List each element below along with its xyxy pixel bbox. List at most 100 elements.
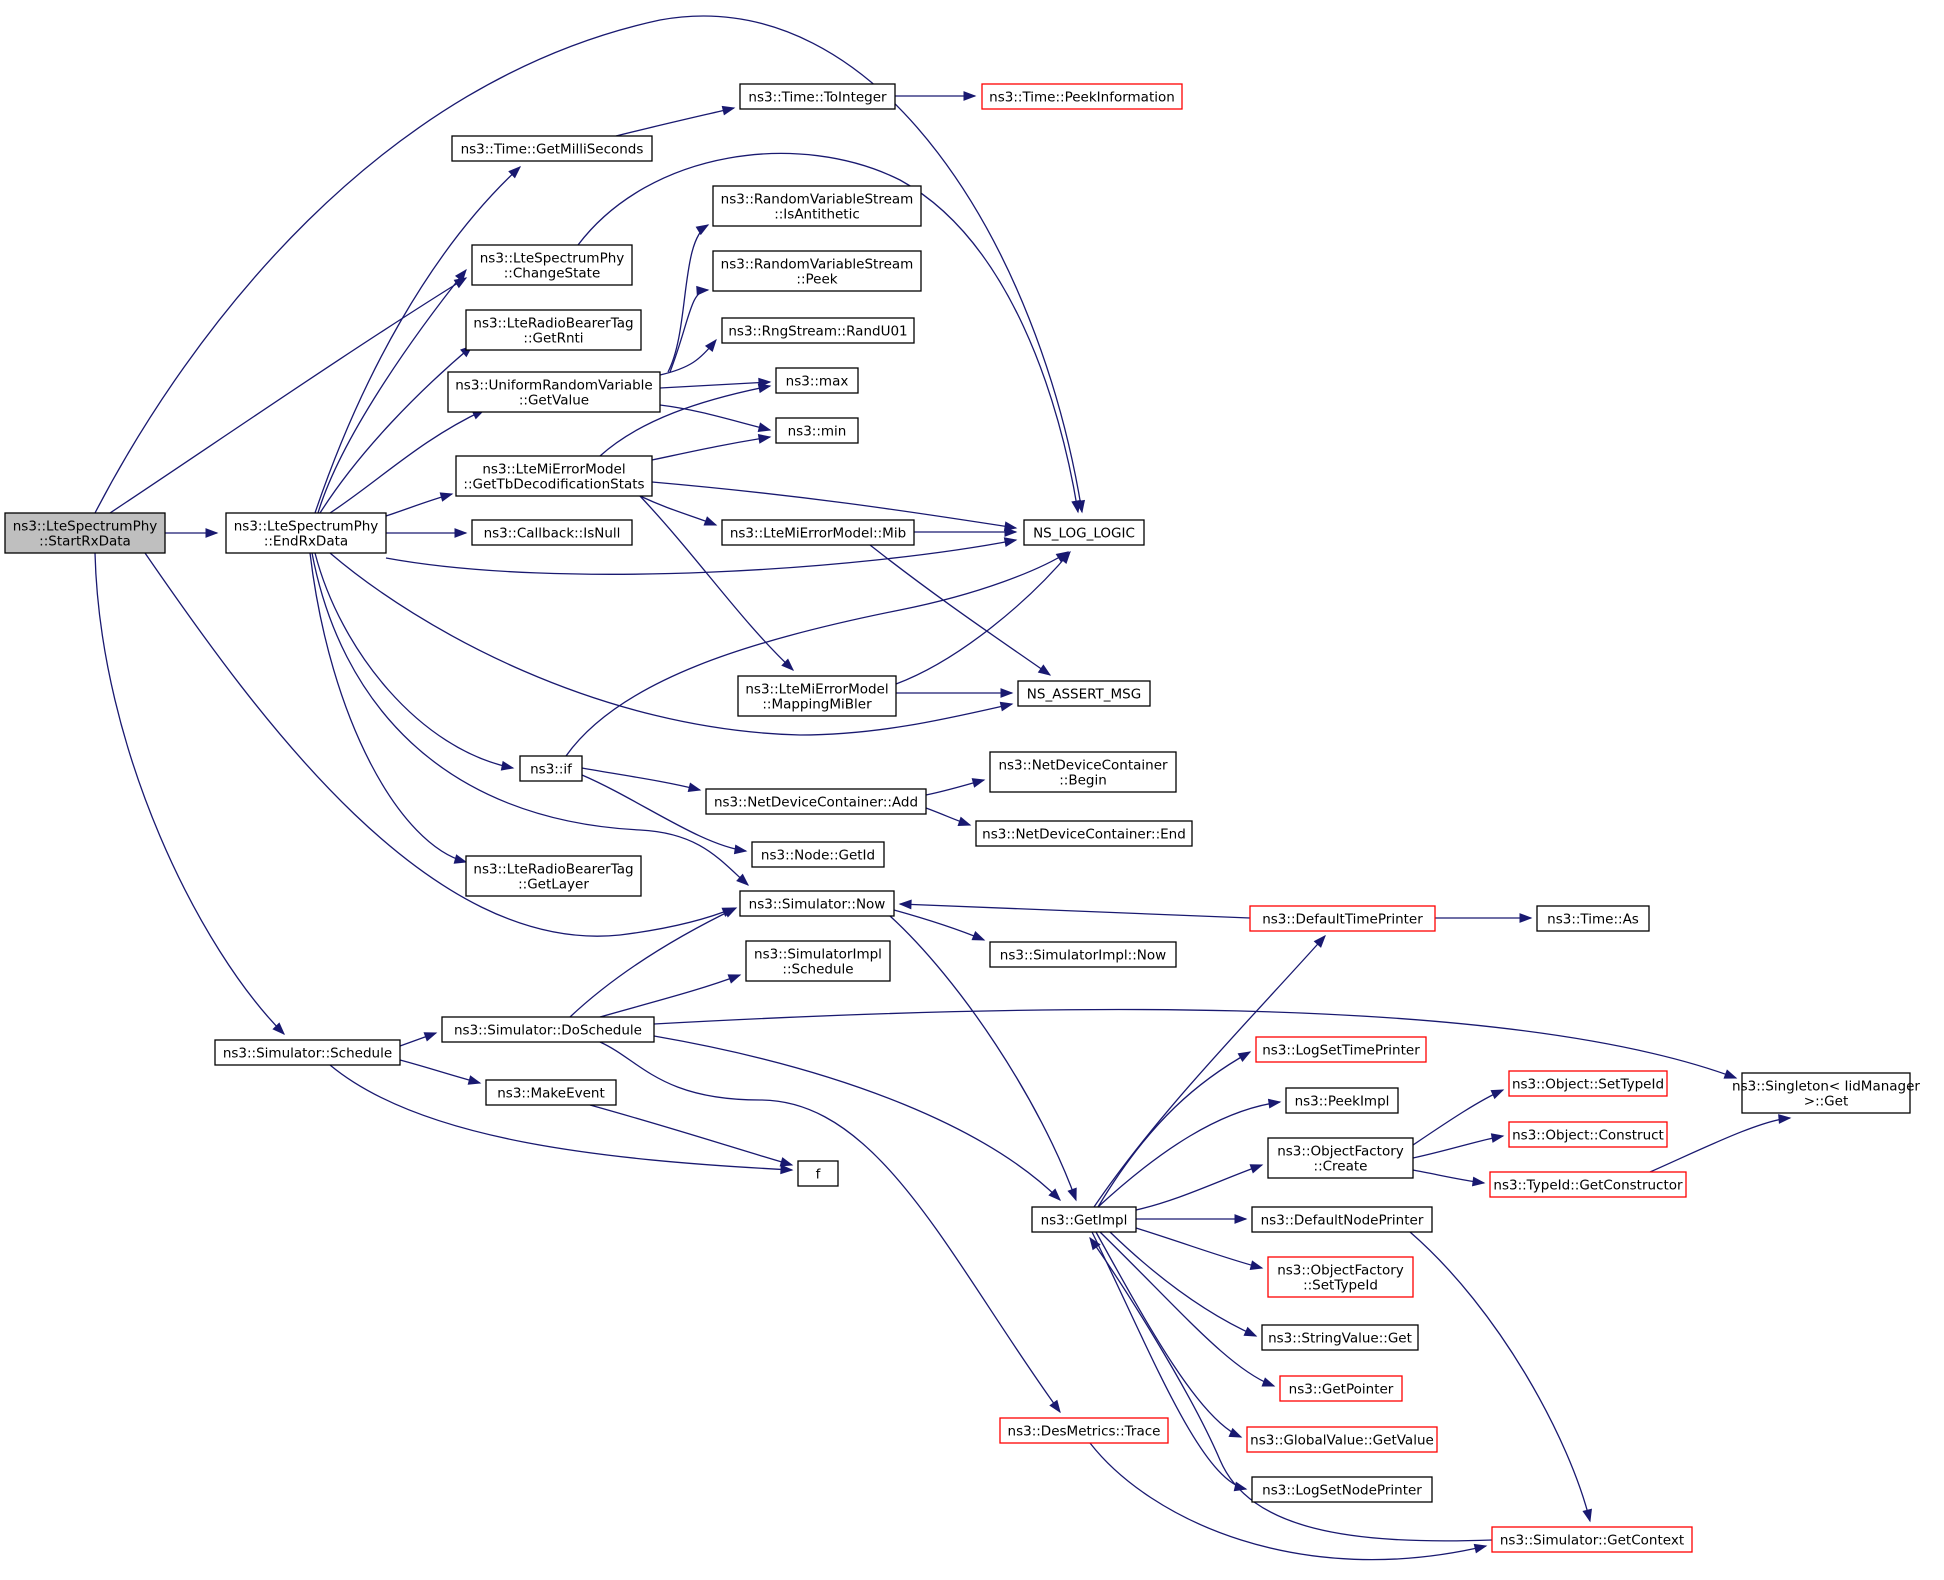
edge-simsched-to-f bbox=[329, 1064, 794, 1175]
node-getconstructor[interactable]: ns3::TypeId::GetConstructor bbox=[1489, 1171, 1687, 1198]
node-getrnti[interactable]: ns3::LteRadioBearerTag::GetRnti bbox=[465, 309, 642, 351]
node-defnp[interactable]: ns3::DefaultNodePrinter bbox=[1251, 1206, 1433, 1233]
arrowhead bbox=[1089, 1236, 1101, 1251]
node-isnull[interactable]: ns3::Callback::IsNull bbox=[471, 519, 633, 546]
node-objsettid[interactable]: ns3::Object::SetTypeId bbox=[1508, 1070, 1668, 1097]
node-strvalget[interactable]: ns3::StringValue::Get bbox=[1261, 1324, 1419, 1351]
node-label: ns3::if bbox=[530, 762, 573, 778]
edge-dosched-to-simimplsched bbox=[599, 974, 742, 1018]
node-timeas[interactable]: ns3::Time::As bbox=[1536, 905, 1650, 932]
node-tbdec[interactable]: ns3::LteMiErrorModel::GetTbDecodificatio… bbox=[455, 455, 653, 497]
arrowhead bbox=[1037, 664, 1052, 676]
node-peekimpl[interactable]: ns3::PeekImpl bbox=[1285, 1087, 1399, 1114]
arrowhead bbox=[957, 816, 972, 826]
node-nodegetid[interactable]: ns3::Node::GetId bbox=[751, 841, 885, 868]
node-box bbox=[441, 1016, 655, 1043]
edge-getconstructor-to-singleton bbox=[1649, 1114, 1792, 1173]
node-endrx[interactable]: ns3::LteSpectrumPhy::EndRxData bbox=[225, 512, 387, 554]
node-label: ns3::DefaultTimePrinter bbox=[1262, 912, 1423, 928]
node-box bbox=[1508, 1070, 1668, 1097]
node-nsassert[interactable]: NS_ASSERT_MSG bbox=[1017, 680, 1151, 707]
node-makeevent[interactable]: ns3::MakeEvent bbox=[485, 1079, 617, 1106]
arrowhead bbox=[696, 285, 710, 296]
arrowhead bbox=[1237, 1051, 1252, 1062]
node-logsetnp[interactable]: ns3::LogSetNodePrinter bbox=[1251, 1476, 1433, 1503]
node-isanti[interactable]: ns3::RandomVariableStream::IsAntithetic bbox=[712, 185, 922, 227]
node-urvget[interactable]: ns3::UniformRandomVariable::GetValue bbox=[447, 371, 661, 413]
node-box bbox=[1267, 1256, 1414, 1298]
node-logsettp[interactable]: ns3::LogSetTimePrinter bbox=[1255, 1036, 1427, 1063]
node-objfsettid[interactable]: ns3::ObjectFactory::SetTypeId bbox=[1267, 1256, 1414, 1298]
node-label: ::ChangeState bbox=[504, 266, 601, 282]
node-ndcbegin[interactable]: ns3::NetDeviceContainer::Begin bbox=[989, 751, 1177, 793]
arrowhead bbox=[1723, 1069, 1738, 1079]
node-getcontext[interactable]: ns3::Simulator::GetContext bbox=[1491, 1526, 1693, 1553]
node-simimplsched[interactable]: ns3::SimulatorImpl::Schedule bbox=[745, 940, 891, 982]
node-mapping[interactable]: ns3::LteMiErrorModel::MappingMiBler bbox=[737, 675, 897, 717]
node-toint[interactable]: ns3::Time::ToInteger bbox=[739, 83, 896, 110]
edge-endrx-to-getms bbox=[314, 166, 522, 514]
node-changestate[interactable]: ns3::LteSpectrumPhy::ChangeState bbox=[471, 244, 633, 286]
node-label: ns3::LteSpectrumPhy bbox=[13, 519, 158, 535]
node-box bbox=[775, 367, 859, 394]
node-f[interactable]: f bbox=[797, 1160, 839, 1187]
node-label: ns3::MakeEvent bbox=[497, 1086, 605, 1102]
node-objfcreate[interactable]: ns3::ObjectFactory::Create bbox=[1267, 1137, 1414, 1179]
call-graph-edges bbox=[94, 15, 1792, 1561]
arrowhead bbox=[703, 516, 718, 526]
node-box bbox=[1249, 905, 1436, 932]
node-simimplnow[interactable]: ns3::SimulatorImpl::Now bbox=[989, 941, 1177, 968]
node-label: NS_ASSERT_MSG bbox=[1027, 687, 1141, 703]
edge-simsched-to-makeevent bbox=[399, 1059, 482, 1085]
node-box bbox=[721, 519, 915, 546]
node-label: ns3::Time::As bbox=[1547, 912, 1639, 928]
node-if[interactable]: ns3::if bbox=[519, 755, 583, 782]
node-label: ns3::GetPointer bbox=[1289, 1382, 1394, 1398]
node-objconstruct[interactable]: ns3::Object::Construct bbox=[1508, 1121, 1668, 1148]
node-destrace[interactable]: ns3::DesMetrics::Trace bbox=[999, 1417, 1169, 1444]
node-label: ns3::Simulator::GetContext bbox=[1500, 1533, 1684, 1549]
node-randu01[interactable]: ns3::RngStream::RandU01 bbox=[721, 317, 915, 344]
edge-getimpl-to-deftp bbox=[1093, 934, 1326, 1208]
node-getms[interactable]: ns3::Time::GetMilliSeconds bbox=[451, 135, 653, 162]
node-gvgetvalue[interactable]: ns3::GlobalValue::GetValue bbox=[1246, 1426, 1438, 1453]
node-ndcend[interactable]: ns3::NetDeviceContainer::End bbox=[975, 820, 1193, 847]
edge-objfcreate-to-objsettid bbox=[1412, 1089, 1505, 1146]
node-label: ns3::Time::PeekInformation bbox=[989, 90, 1175, 106]
arrowhead bbox=[1234, 1214, 1248, 1224]
node-rvspeek[interactable]: ns3::RandomVariableStream::Peek bbox=[712, 250, 922, 292]
edge-endrx-to-tbdec bbox=[385, 492, 454, 517]
node-singleton[interactable]: ns3::Singleton< IidManager >::Get bbox=[1732, 1072, 1920, 1114]
node-getlayer[interactable]: ns3::LteRadioBearerTag::GetLayer bbox=[465, 855, 642, 897]
node-label: ::Peek bbox=[796, 272, 837, 288]
node-box bbox=[712, 250, 922, 292]
node-max[interactable]: ns3::max bbox=[775, 367, 859, 394]
arrowhead bbox=[1261, 1377, 1276, 1387]
node-simsched[interactable]: ns3::Simulator::Schedule bbox=[214, 1039, 401, 1066]
node-label: ns3::ObjectFactory bbox=[1277, 1144, 1404, 1160]
node-label: ::GetValue bbox=[519, 393, 589, 409]
edge-getms-to-toint bbox=[615, 105, 736, 137]
node-startrx[interactable]: ns3::LteSpectrumPhy::StartRxData bbox=[4, 512, 166, 554]
node-box bbox=[485, 1079, 617, 1106]
node-label: ::StartRxData bbox=[39, 534, 131, 550]
node-mib[interactable]: ns3::LteMiErrorModel::Mib bbox=[721, 519, 915, 546]
node-label: ns3::LteSpectrumPhy bbox=[480, 251, 625, 267]
node-box bbox=[739, 890, 895, 917]
node-box bbox=[981, 83, 1183, 110]
node-getpointer[interactable]: ns3::GetPointer bbox=[1279, 1375, 1403, 1402]
node-nslog[interactable]: NS_LOG_LOGIC bbox=[1023, 519, 1145, 546]
node-simnow[interactable]: ns3::Simulator::Now bbox=[739, 890, 895, 917]
node-peekinfo[interactable]: ns3::Time::PeekInformation bbox=[981, 83, 1183, 110]
node-box bbox=[1491, 1526, 1693, 1553]
node-label: ns3::ObjectFactory bbox=[1277, 1263, 1404, 1279]
arrowhead bbox=[723, 907, 738, 918]
edge-endrx-to-nslog bbox=[385, 537, 1018, 575]
node-deftp[interactable]: ns3::DefaultTimePrinter bbox=[1249, 905, 1436, 932]
node-ndcadd[interactable]: ns3::NetDeviceContainer::Add bbox=[705, 788, 927, 815]
node-box bbox=[214, 1039, 401, 1066]
node-min[interactable]: ns3::min bbox=[775, 417, 859, 444]
node-dosched[interactable]: ns3::Simulator::DoSchedule bbox=[441, 1016, 655, 1043]
node-getimpl[interactable]: ns3::GetImpl bbox=[1031, 1206, 1137, 1233]
